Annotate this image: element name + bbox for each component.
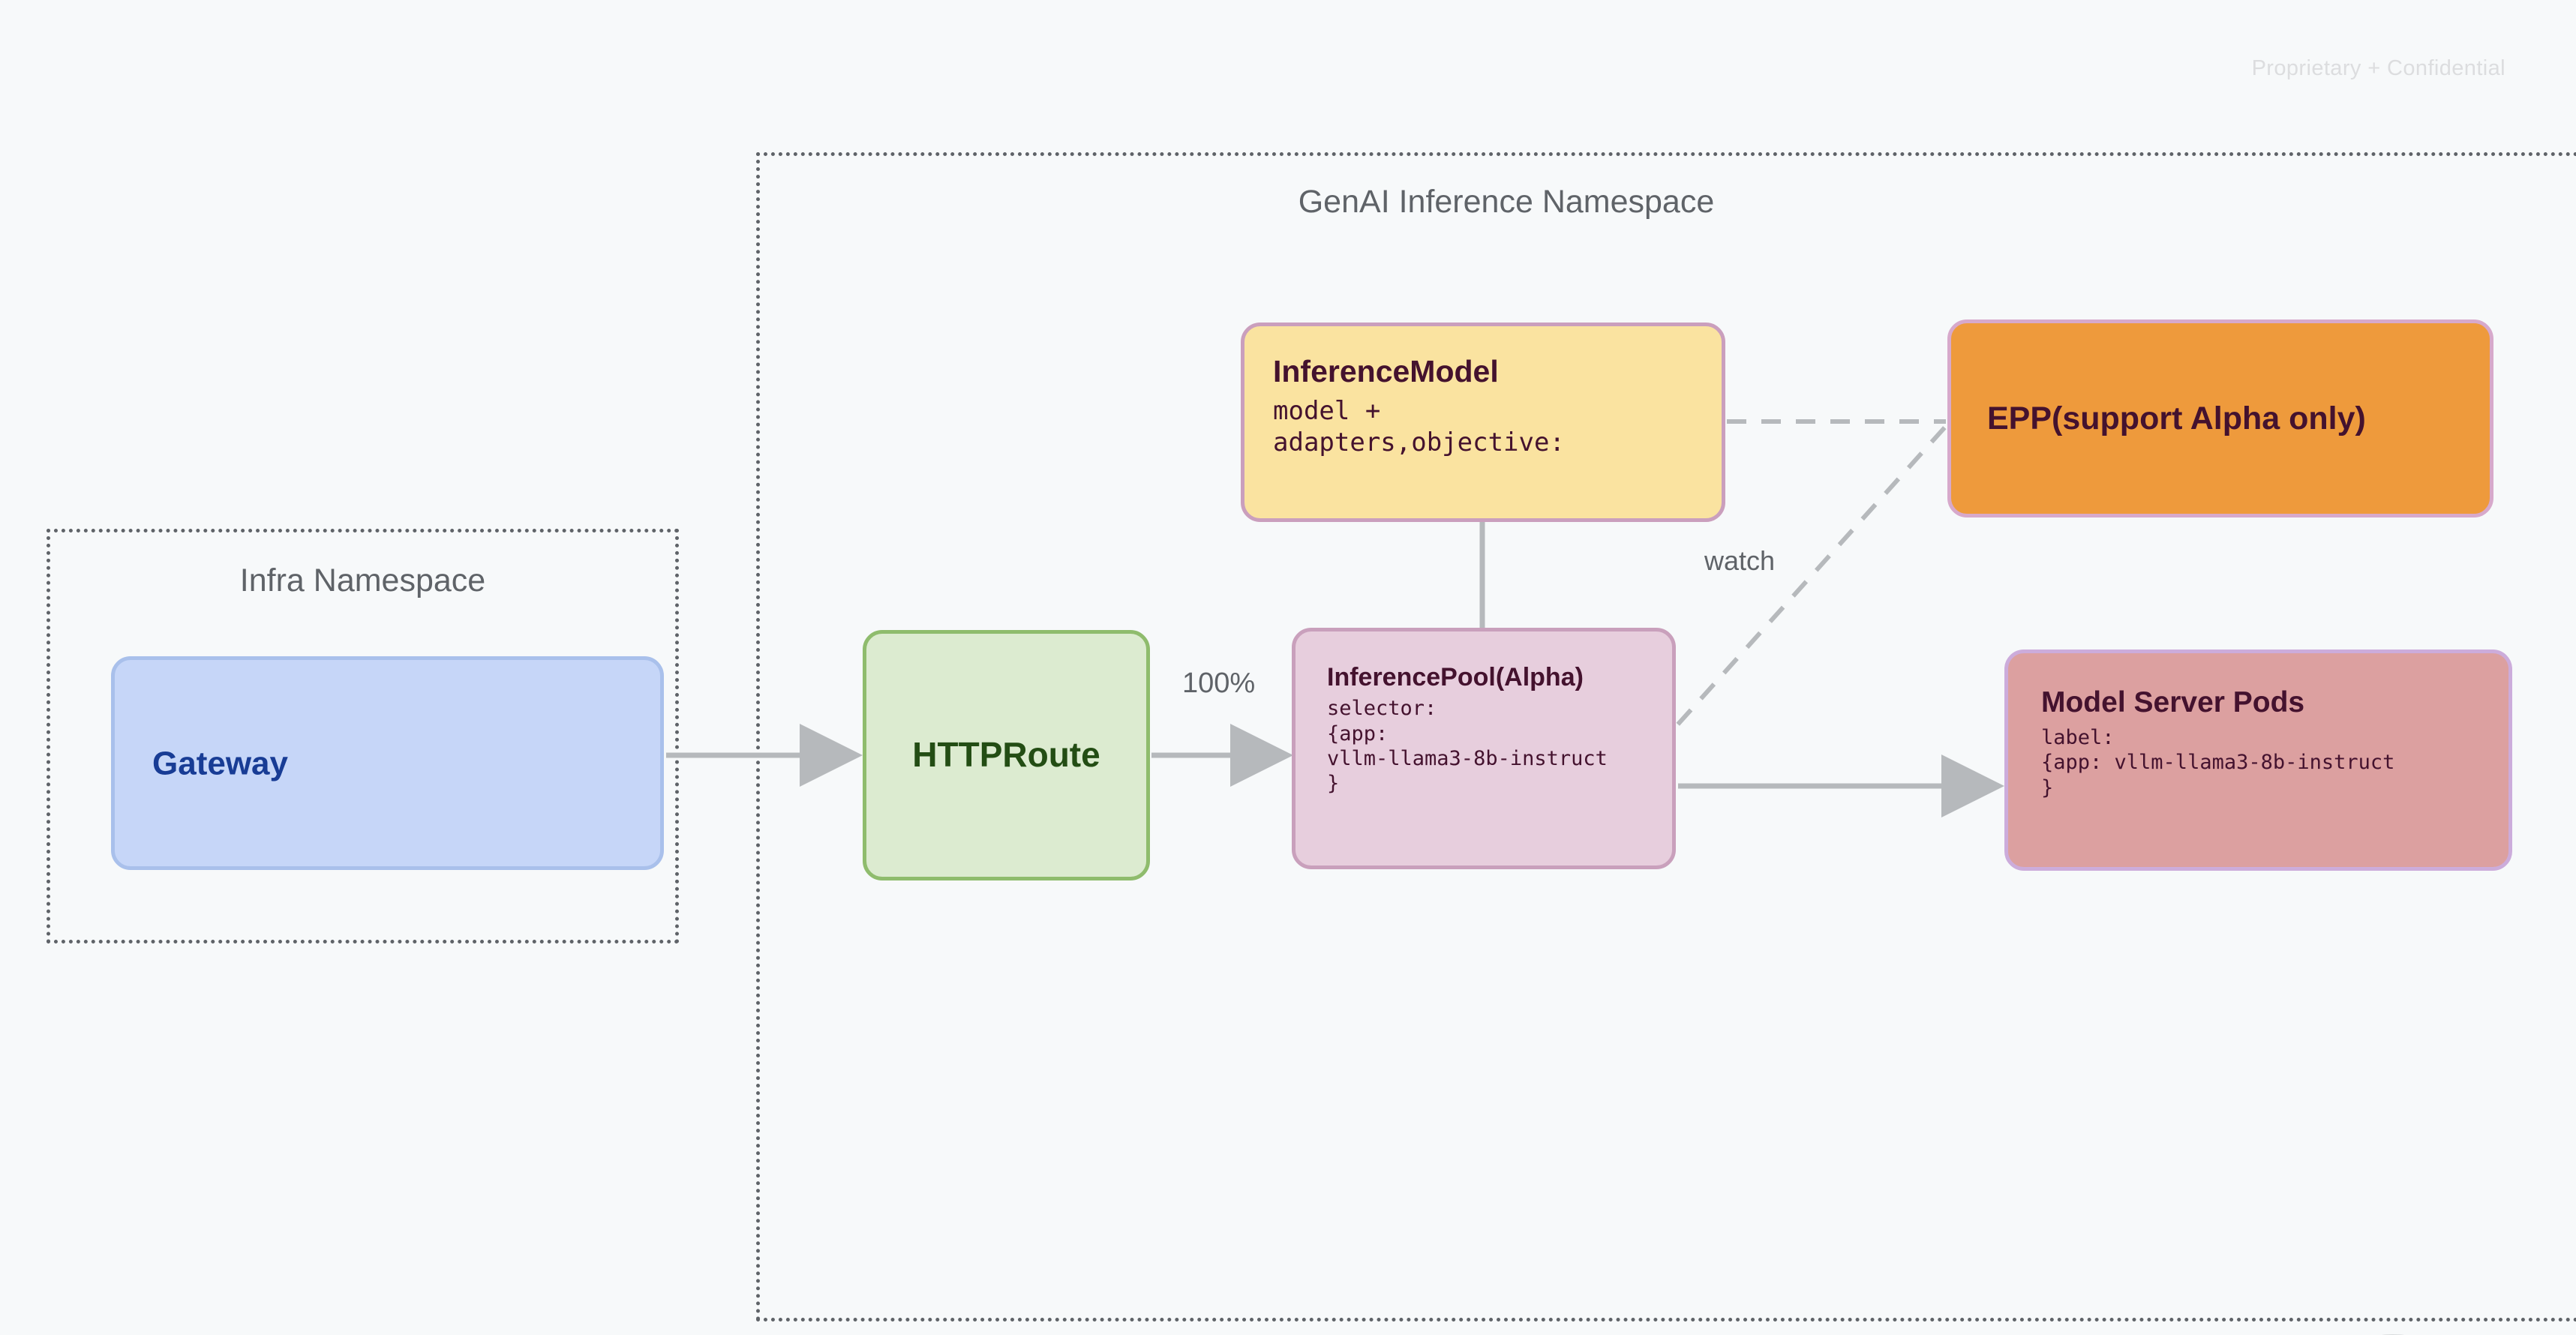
- node-model-server-pods-spec: label: {app: vllm-llama3-8b-instruct }: [2041, 725, 2395, 800]
- node-httproute[interactable]: HTTPRoute: [863, 630, 1150, 880]
- node-inferencemodel[interactable]: InferenceModel model + adapters,objectiv…: [1241, 322, 1725, 522]
- edge-label-traffic-split: 100%: [1182, 668, 1256, 699]
- infra-namespace-container: [47, 529, 679, 944]
- node-inferencepool[interactable]: InferencePool(Alpha) selector: {app: vll…: [1292, 628, 1676, 869]
- node-inferencepool-spec: selector: {app: vllm-llama3-8b-instruct …: [1327, 697, 1608, 796]
- node-httproute-title: HTTPRoute: [912, 735, 1100, 775]
- node-epp[interactable]: EPP(support Alpha only): [1947, 320, 2493, 518]
- node-inferencemodel-spec: model + adapters,objective:: [1273, 395, 1565, 458]
- clipped-bottom-mark: [2381, 1334, 2405, 1335]
- node-model-server-pods[interactable]: Model Server Pods label: {app: vllm-llam…: [2004, 650, 2512, 871]
- node-model-server-pods-title: Model Server Pods: [2041, 686, 2305, 718]
- node-epp-title: EPP(support Alpha only): [1987, 400, 2366, 436]
- confidentiality-watermark: Proprietary + Confidential: [2251, 56, 2505, 80]
- node-inferencepool-title: InferencePool(Alpha): [1327, 663, 1584, 692]
- infra-namespace-title: Infra Namespace: [239, 562, 486, 598]
- node-inferencemodel-title: InferenceModel: [1273, 354, 1499, 388]
- node-gateway[interactable]: Gateway: [111, 656, 664, 870]
- node-gateway-title: Gateway: [152, 744, 288, 782]
- genai-inference-namespace-title: GenAI Inference Namespace: [1298, 184, 1715, 220]
- genai-inference-namespace-container: [756, 152, 2576, 1322]
- edge-label-watch: watch: [1704, 545, 1776, 576]
